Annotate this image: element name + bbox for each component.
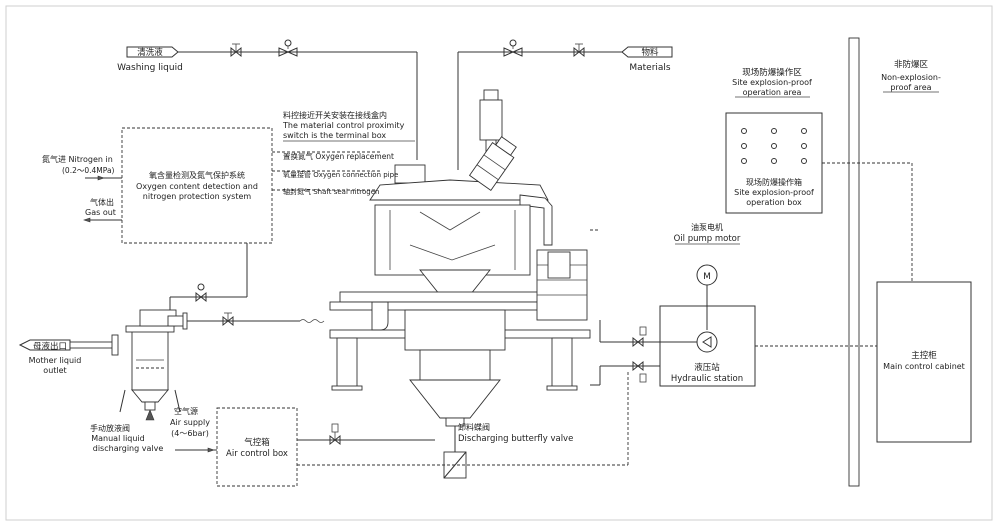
- site-box-en1: Site explosion-proof: [734, 188, 814, 197]
- proximity-label-en2: switch is the terminal box: [283, 131, 386, 140]
- site-area-en2: operation area: [743, 88, 802, 97]
- mother-liquid-en1: Mother liquid: [29, 356, 82, 365]
- manual-valve-en1: Manual liquid: [91, 434, 145, 443]
- oxygen-pipe-label: 氧量接管 Oxygen connection pipe: [283, 170, 398, 179]
- motor-symbol: M: [703, 272, 711, 282]
- detection-box-en1: Oxygen content detection and: [136, 182, 258, 191]
- diagram-frame: [5, 5, 993, 521]
- hydraulic-components: [590, 264, 718, 386]
- air-box-cn: 气控箱: [244, 437, 270, 448]
- mother-liquid-tank: [18, 309, 325, 421]
- air-supply-en2: (4～6bar): [171, 429, 209, 438]
- oxygen-replacement-label: 置换氮气 Oxygen replacement: [283, 151, 394, 161]
- shaft-seal-label: 轴封氮气 Shaft seal nitrogen: [283, 187, 379, 196]
- hydraulic-cn: 液压站: [694, 362, 720, 373]
- butterfly-cn: 卸料蝶阀: [458, 422, 490, 432]
- oil-motor-cn: 油泵电机: [691, 222, 723, 232]
- manual-valve-cn: 手动放液阀: [90, 423, 130, 433]
- site-box-cn: 现场防爆操作箱: [746, 177, 802, 187]
- oxygen-detection-box: [121, 127, 273, 244]
- zone-divider-wall: [848, 37, 860, 487]
- control-signal-lines: [590, 162, 913, 347]
- materials-label-cn: 物料: [641, 47, 659, 58]
- air-supply-en1: Air supply: [170, 418, 210, 427]
- gas-out-label-en: Gas out: [85, 208, 116, 217]
- proximity-label-cn: 料控接近开关安装在接线盒内: [283, 110, 387, 120]
- air-control-box: [216, 407, 298, 487]
- mother-liquid-en2: outlet: [43, 366, 66, 375]
- mother-liquid-cn: 母液出口: [33, 341, 67, 352]
- butterfly-en: Discharging butterfly valve: [458, 434, 573, 444]
- washing-liquid-line: [126, 39, 418, 160]
- site-area-cn: 现场防爆操作区: [742, 67, 802, 78]
- materials-label-en: Materials: [629, 63, 671, 73]
- hydraulic-en: Hydraulic station: [671, 374, 743, 384]
- oil-motor-en: Oil pump motor: [674, 234, 741, 244]
- site-box-en2: operation box: [746, 198, 802, 207]
- materials-line: [457, 39, 673, 170]
- main-cabinet-en: Main control cabinet: [883, 362, 965, 371]
- site-area-en1: Site explosion-proof: [732, 78, 812, 87]
- nitrogen-in-label: 氮气进 Nitrogen in: [42, 154, 113, 164]
- detection-box-cn: 氧含量检测及氮气保护系统: [149, 170, 245, 180]
- proximity-label-en1: The material control proximity: [282, 121, 405, 130]
- non-area-en1: Non-explosion-: [881, 73, 941, 82]
- main-cabinet-cn: 主控柜: [911, 350, 937, 361]
- detection-box-en2: nitrogen protection system: [143, 192, 252, 201]
- washing-liquid-label-en: Washing liquid: [117, 63, 183, 73]
- nitrogen-lines: [83, 151, 380, 310]
- air-lines: [175, 370, 629, 466]
- air-supply-cn: 空气源: [174, 406, 198, 416]
- centrifuge-machine: [329, 89, 591, 427]
- main-control-cabinet: [876, 281, 972, 443]
- nitrogen-pressure-label: (0.2～0.4MPa): [62, 166, 115, 175]
- site-box-buttons: [741, 128, 807, 164]
- air-box-en: Air control box: [226, 449, 288, 459]
- non-area-cn: 非防爆区: [894, 59, 929, 70]
- washing-liquid-label-cn: 清洗液: [137, 47, 163, 58]
- manual-valve-en2: discharging valve: [93, 444, 164, 453]
- gas-out-label-cn: 气体出: [90, 197, 114, 207]
- non-area-en2: proof area: [890, 83, 931, 92]
